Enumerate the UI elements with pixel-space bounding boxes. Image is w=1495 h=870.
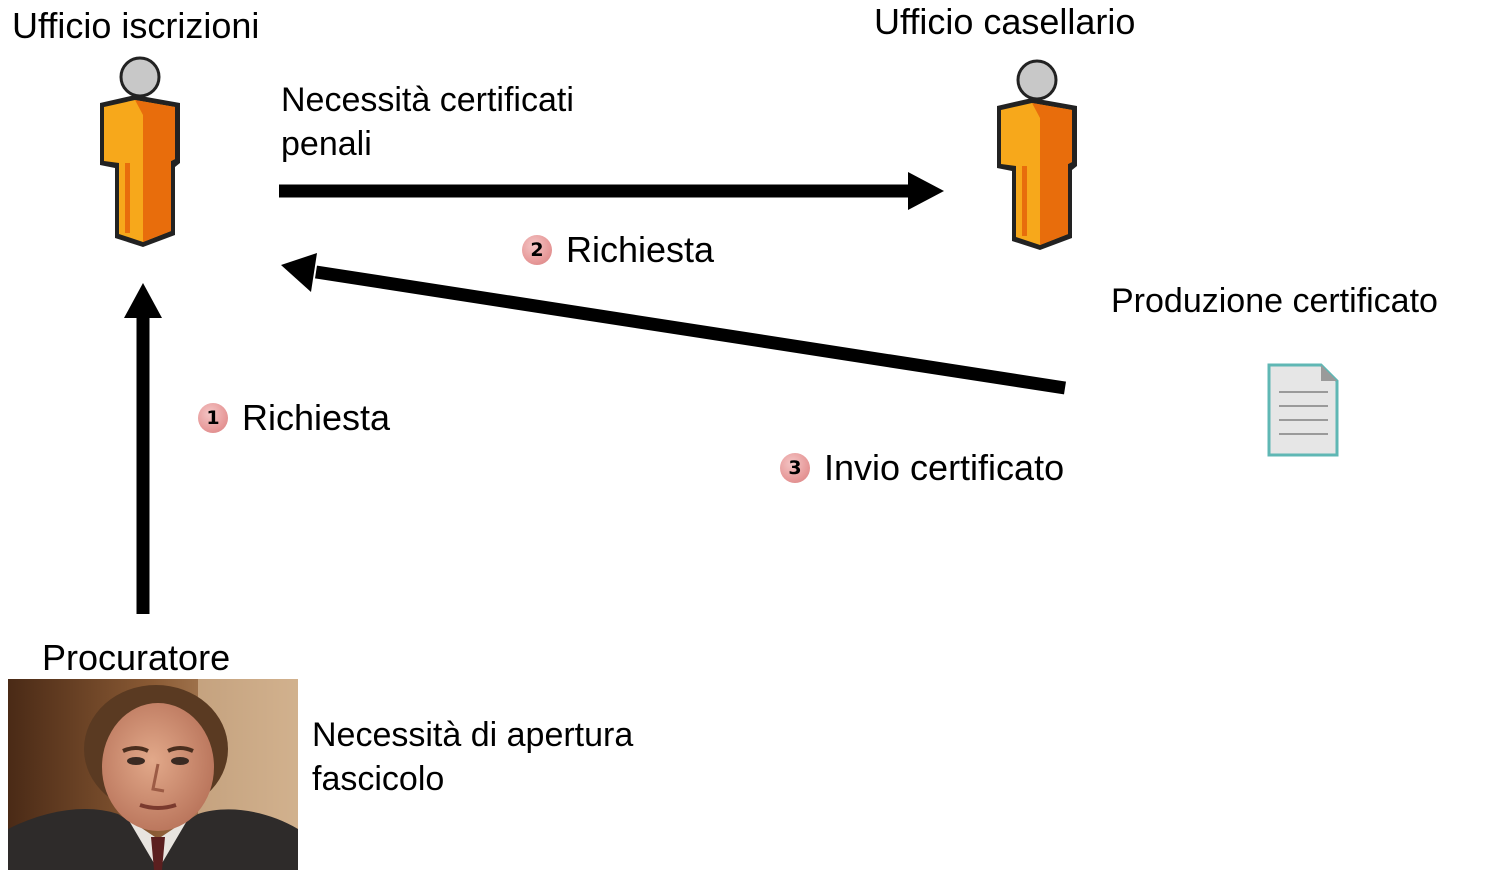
step-3: 3 Invio certificato: [780, 446, 1064, 490]
arrow-need-certificates: [279, 172, 944, 210]
procuratore-photo: [8, 679, 298, 870]
step-2: 2 Richiesta: [522, 228, 714, 272]
step-label: Richiesta: [566, 229, 715, 270]
step-badge: 3: [780, 453, 810, 483]
actor-label-casellario: Ufficio casellario: [874, 1, 1136, 42]
person-icon: [95, 55, 185, 255]
note-production: Produzione certificato: [1111, 282, 1438, 320]
person-icon: [992, 58, 1082, 258]
step-badge: 2: [522, 235, 552, 265]
step-label: Richiesta: [242, 397, 391, 438]
note-need-open-file: Necessità di apertura fascicolo: [312, 716, 634, 798]
actor-label-iscrizioni: Ufficio iscrizioni: [12, 5, 260, 46]
arrow-request-procuratore: [124, 283, 162, 614]
document-icon: [1266, 362, 1340, 463]
arrow-send-certificate: [281, 253, 1066, 395]
step-badge: 1: [198, 403, 228, 433]
step-label: Invio certificato: [824, 447, 1065, 488]
actor-label-procuratore: Procuratore: [42, 637, 231, 678]
step-1: 1 Richiesta: [198, 396, 390, 440]
note-need-certificates: Necessità certificati penali: [281, 81, 574, 163]
